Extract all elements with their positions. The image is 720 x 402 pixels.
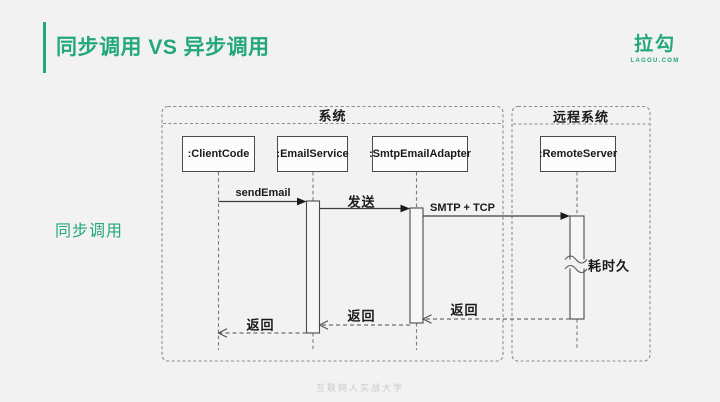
logo-domain: LAGOU.COM [630, 58, 680, 64]
time-break-squiggle [564, 255, 588, 274]
section-label: 同步调用 [55, 223, 124, 240]
watermark: 互联网人实战大学 [315, 383, 404, 393]
frame-title-system: 系统 [318, 108, 347, 124]
arrow-return-remote-to-smtp [421, 314, 570, 324]
object-smtpemailadapter: :SmtpEmailAdapter [369, 136, 471, 172]
lagou-logo: 拉勾 LAGOU.COM [626, 34, 684, 64]
message-label-return-1: 返回 [450, 302, 479, 317]
message-label-return-2: 返回 [347, 308, 376, 324]
message-label-sendemail: sendEmail [235, 187, 291, 199]
frame-remote [511, 105, 651, 362]
activation-smtpadapter [409, 207, 424, 324]
arrow-return-email-to-client [217, 328, 307, 338]
slide-title: 同步调用 VS 异步调用 [56, 36, 270, 59]
frame-system [161, 105, 504, 362]
frame-title-remote: 远程系统 [552, 109, 610, 124]
object-remoteserver: :RemoteServer [539, 136, 617, 172]
message-label-return-3: 返回 [246, 317, 275, 332]
activation-emailservice [305, 200, 321, 334]
message-label-send: 发送 [347, 194, 376, 210]
message-label-smtp-tcp: SMTP + TCP [430, 201, 495, 214]
object-emailservice: :EmailService [276, 136, 349, 172]
annotation-time-consuming: 耗时久 [587, 258, 631, 273]
title-accent-bar [43, 22, 46, 73]
arrow-send [319, 204, 410, 213]
logo-wordmark: 拉勾 [633, 34, 676, 55]
arrow-smtp-tcp [423, 212, 570, 220]
arrow-sendemail [218, 197, 307, 206]
arrow-return-smtp-to-email [318, 320, 410, 330]
object-clientcode: :ClientCode [182, 136, 255, 172]
